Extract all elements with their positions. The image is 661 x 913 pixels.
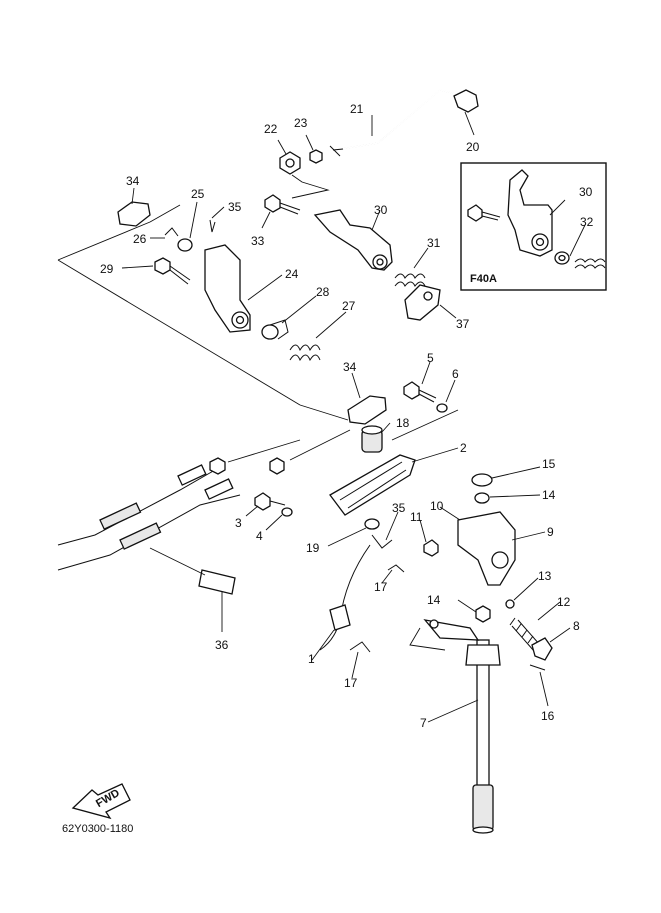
shift-rod-assembly: [311, 466, 571, 834]
label-4: 4: [256, 529, 263, 543]
diagram-code: 62Y0300-1180: [62, 823, 133, 835]
label-17-upper: 17: [374, 580, 388, 594]
label-26: 26: [133, 232, 147, 246]
label-29: 29: [100, 262, 114, 276]
label-11: 11: [410, 510, 423, 524]
label-25: 25: [191, 187, 205, 201]
lever-assembly: [245, 361, 459, 547]
label-6: 6: [452, 367, 459, 381]
label-5: 5: [427, 351, 434, 365]
label-31: 31: [427, 236, 441, 250]
label-8: 8: [573, 619, 580, 633]
label-12: 12: [557, 595, 571, 609]
label-1: 1: [308, 652, 315, 666]
label-36: 36: [215, 638, 229, 652]
label-34-lower: 34: [343, 360, 357, 374]
label-7: 7: [420, 716, 427, 730]
label-14-upper: 14: [542, 488, 556, 502]
label-35-upper: 35: [228, 200, 242, 214]
inset-label: F40A: [470, 273, 497, 285]
rod-assembly: [277, 89, 479, 199]
label-18: 18: [396, 416, 410, 430]
control-bracket-group: [57, 187, 347, 406]
label-32: 32: [580, 215, 594, 229]
label-30-inset: 30: [579, 185, 593, 199]
label-23: 23: [294, 116, 308, 130]
label-10: 10: [430, 499, 444, 513]
label-28: 28: [316, 285, 330, 299]
label-14-lower: 14: [427, 593, 441, 607]
label-9: 9: [547, 525, 554, 539]
label-27: 27: [342, 299, 356, 313]
label-3: 3: [235, 516, 242, 530]
label-30: 30: [374, 203, 388, 217]
label-15: 15: [542, 457, 556, 471]
label-37: 37: [456, 317, 470, 331]
label-16: 16: [541, 709, 555, 723]
label-34-upper: 34: [126, 174, 140, 188]
inset-f40a: F40A: [460, 162, 607, 291]
part-labels: 1 2 3 4 5 6 7 8 9 10 11 12 13 14 14 15 1…: [100, 102, 594, 730]
label-2: 2: [460, 441, 467, 455]
label-17-lower: 17: [344, 676, 358, 690]
label-21: 21: [350, 102, 364, 116]
label-20: 20: [466, 140, 480, 154]
label-35-lower: 35: [392, 501, 406, 515]
label-19: 19: [306, 541, 320, 555]
label-22: 22: [264, 122, 278, 136]
label-33: 33: [251, 234, 265, 248]
label-13: 13: [538, 569, 552, 583]
control-cables: [57, 429, 351, 632]
fwd-arrow-icon: FWD: [71, 783, 131, 820]
label-24: 24: [285, 267, 299, 281]
bracket-assembly: [261, 194, 457, 321]
